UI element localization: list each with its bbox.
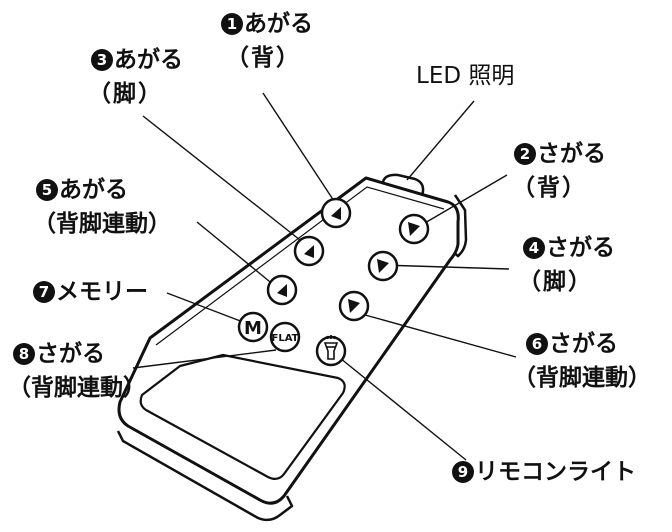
remote-body-side — [116, 430, 294, 522]
leader-light — [339, 357, 467, 461]
label-down-leg-sub: （脚） — [518, 269, 593, 295]
leader-up-back — [262, 92, 335, 202]
label-up-back-sub: （背） — [226, 45, 301, 71]
up-arrow-icon — [304, 245, 314, 258]
label-led: LED 照明 — [416, 63, 515, 89]
memory-button[interactable] — [237, 311, 269, 343]
up-arrow-icon — [277, 284, 287, 297]
leader-up-leg — [142, 115, 301, 241]
label-up-leg-sub: （脚） — [88, 81, 163, 107]
down-arrow-icon — [408, 222, 420, 236]
leader-down-leg — [380, 264, 510, 270]
remote-bevel — [155, 186, 445, 346]
leader-down-both-l — [132, 349, 277, 369]
leader-lines — [132, 92, 517, 461]
label-down-back-sub: （背） — [512, 175, 587, 201]
flashlight-icon — [323, 335, 339, 360]
arrow-glyphs — [277, 207, 420, 313]
label-up-both-sub: （背脚連動） — [33, 211, 171, 237]
down-arrow-icon — [348, 299, 360, 313]
leader-led — [406, 100, 475, 181]
label-down-both-right-sub: （背脚連動） — [513, 365, 651, 391]
light-button[interactable] — [315, 335, 347, 367]
flat-button[interactable] — [269, 321, 301, 353]
leader-memory — [166, 292, 244, 323]
leader-down-back — [417, 174, 508, 228]
leader-down-both-r — [357, 312, 517, 358]
leader-up-both — [196, 221, 276, 287]
memory-glyph: M — [244, 318, 262, 339]
flat-glyph: FLAT — [272, 333, 299, 344]
up-arrow-icon — [331, 207, 341, 220]
label-down-both-left-sub: （背脚連動） — [8, 375, 146, 401]
remote-lower-panel — [139, 353, 346, 481]
down-arrow-icon — [377, 259, 389, 273]
